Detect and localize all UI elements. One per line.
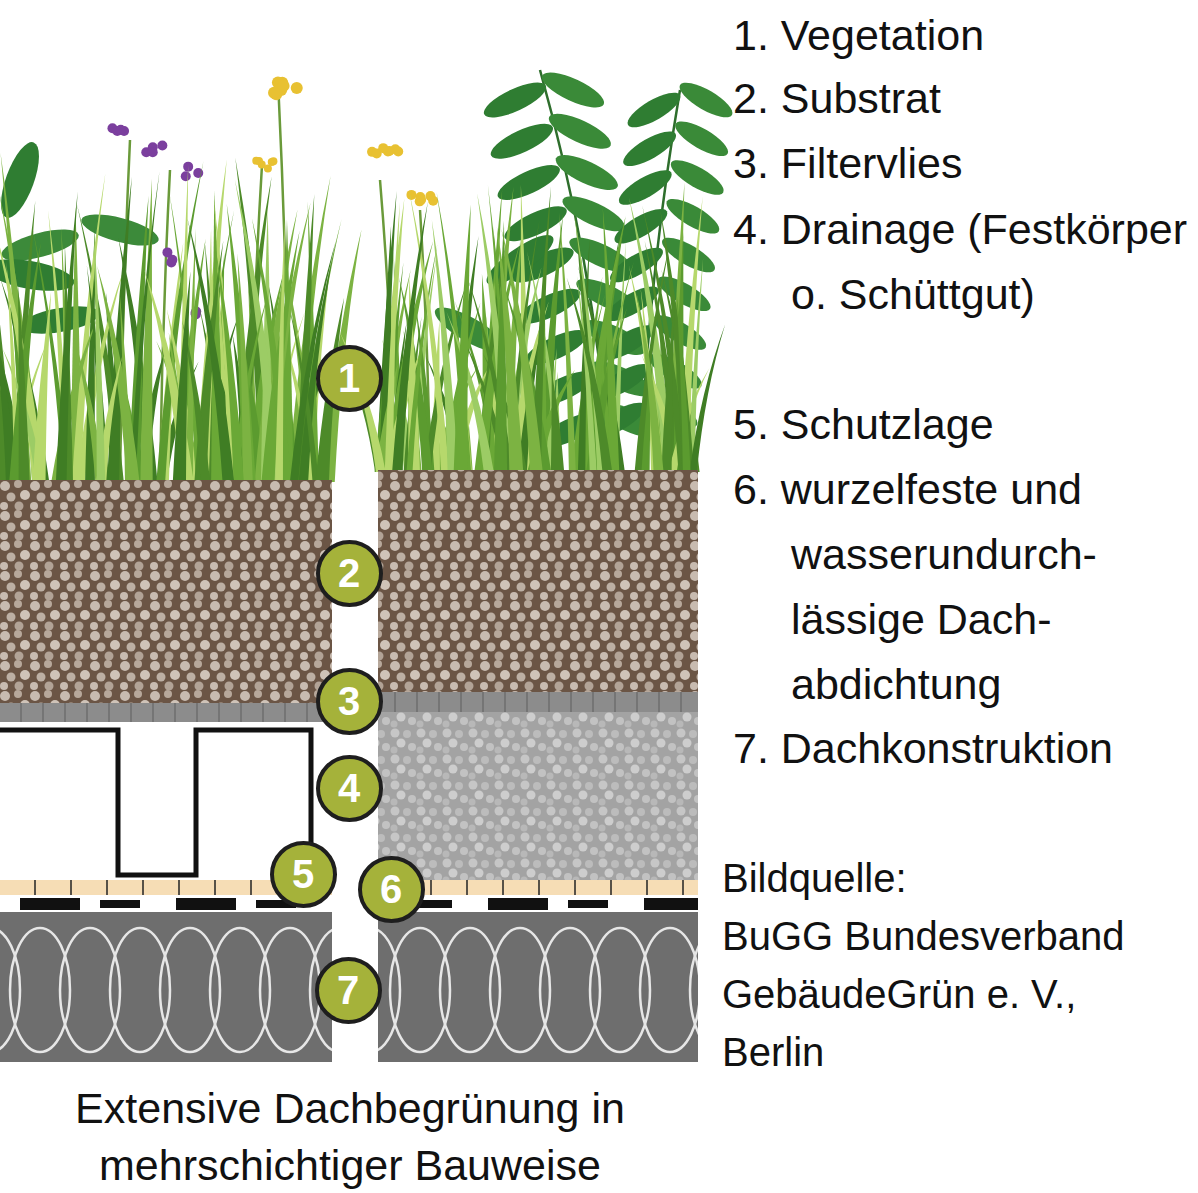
legend-item: 3. Filtervlies	[733, 131, 1195, 196]
source-note: Bildquelle:	[722, 849, 1192, 907]
vegetation	[0, 66, 737, 482]
callout-number: 3	[315, 667, 384, 736]
callout-circle: 5	[269, 840, 338, 909]
callout-number: 7	[314, 956, 383, 1025]
caption: Extensive Dachbegrünung in mehrschichtig…	[8, 1080, 692, 1193]
callout-number: 6	[357, 855, 426, 924]
callout-number: 4	[315, 754, 384, 823]
callout-number: 1	[315, 344, 384, 413]
legend-item: 2. Substrat	[733, 66, 1195, 131]
legend-item: 5. Schutzlage	[733, 392, 1195, 457]
legend-item: 1. Vegetation	[733, 3, 1195, 68]
source-note: BuGG Bundesverband GebäudeGrün e. V., Be…	[722, 907, 1162, 1081]
right-column	[378, 470, 698, 1062]
legend-item: 7. Dachkonstruktion	[733, 716, 1195, 781]
callout-circle: 4	[315, 754, 384, 823]
callout-number: 5	[269, 840, 338, 909]
legend-item: 6. wurzelfeste und wasserundurch- lässig…	[733, 457, 1188, 717]
callout-number: 2	[315, 539, 384, 608]
callout-circle: 6	[357, 855, 426, 924]
callout-circle: 3	[315, 667, 384, 736]
callout-circle: 1	[315, 344, 384, 413]
callout-circle: 7	[314, 956, 383, 1025]
legend-item: 4. Drainage (Festkörper o. Schüttgut)	[733, 197, 1188, 327]
callout-circle: 2	[315, 539, 384, 608]
left-column	[0, 480, 332, 1062]
